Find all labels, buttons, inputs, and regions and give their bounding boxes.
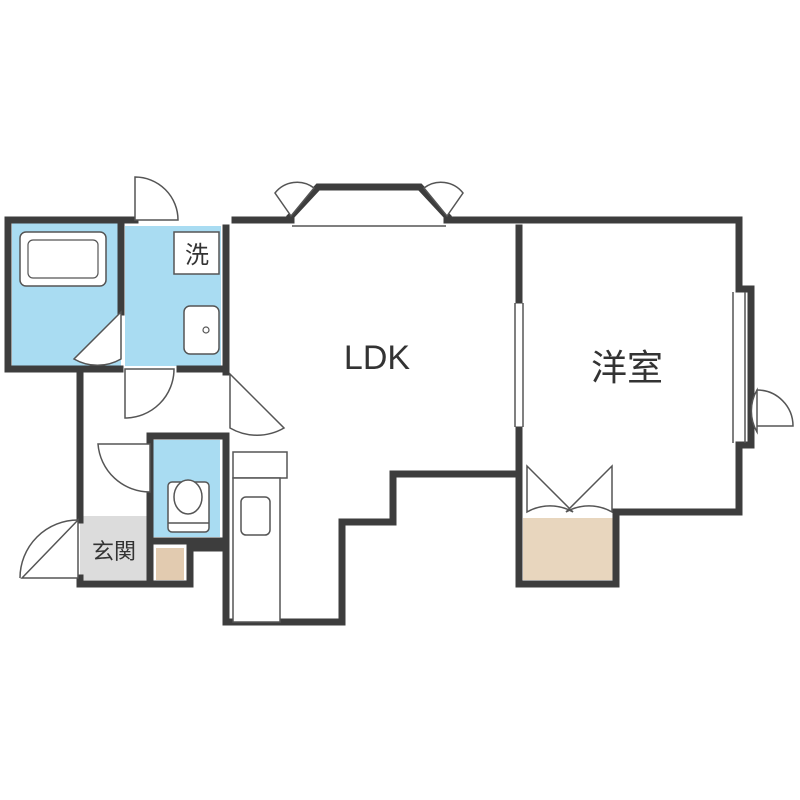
laundry-label: 洗: [185, 242, 209, 269]
windows: [292, 225, 746, 443]
toilet-bowl: [173, 479, 203, 515]
washing-machine-icon: [173, 231, 220, 275]
shoe-box: [156, 548, 184, 580]
kitchen-counter: [232, 451, 288, 479]
closet: [523, 518, 613, 580]
entrance-label: 玄関: [92, 539, 136, 564]
sink-icon: [240, 496, 271, 536]
walls: [4, 183, 755, 626]
western-room-label: 洋室: [591, 347, 663, 388]
washbasin-drain: [202, 326, 210, 334]
doors: [19, 176, 794, 579]
entrance-floor: [80, 516, 152, 580]
washbasin-icon: [183, 305, 220, 355]
ldk-label: LDK: [344, 339, 410, 377]
bathtub-inner: [27, 239, 99, 279]
